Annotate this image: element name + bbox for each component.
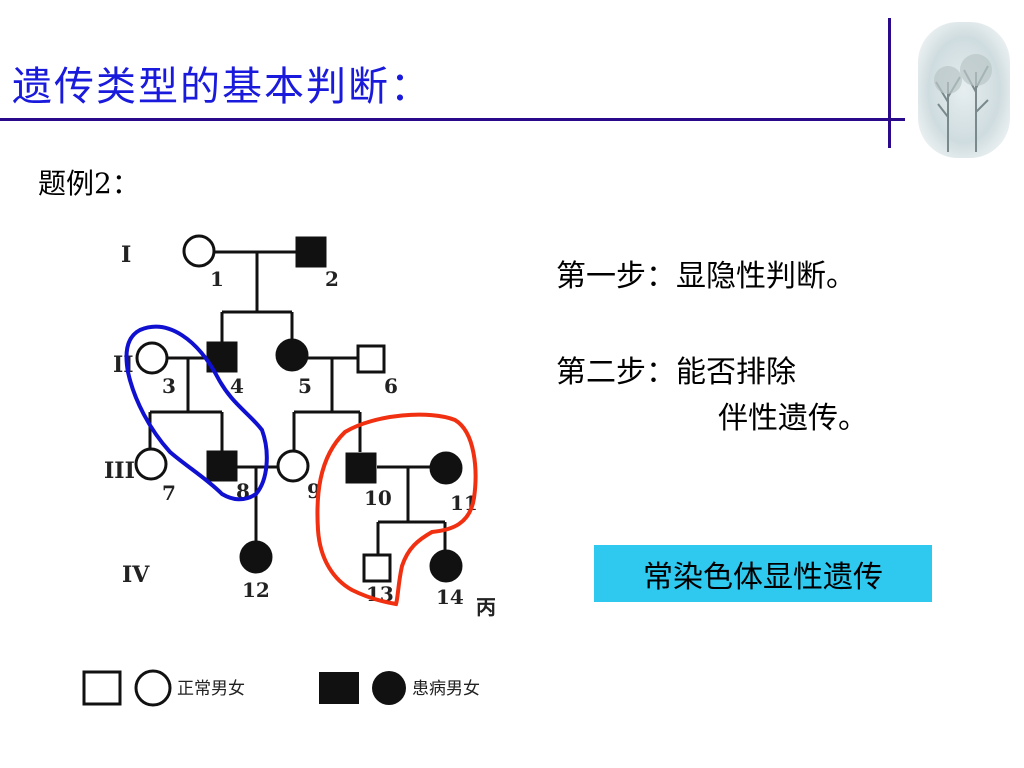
individual-number: 2 (325, 267, 339, 291)
individual-number: 14 (436, 585, 464, 609)
figure-mark: 丙 (476, 595, 496, 619)
individual-7 (134, 447, 168, 481)
individual-number: 3 (162, 374, 176, 398)
legend-affected-label: 患病男女 (412, 679, 480, 699)
individual-9 (276, 449, 310, 483)
individual-10 (345, 452, 377, 484)
generation-label-III: III (104, 458, 135, 484)
legend-normal-male-symbol (82, 670, 122, 706)
legend-affected-male-symbol (319, 672, 359, 704)
individual-13 (362, 553, 392, 583)
title-vertical-bar (888, 18, 891, 148)
individual-number: 6 (384, 374, 398, 398)
step-one: 第一步：显隐性判断。 (556, 259, 856, 294)
step-two-line1: 第二步：能否排除 (556, 355, 796, 390)
example-label: 题例2： (38, 167, 140, 200)
individual-number: 4 (230, 374, 244, 398)
individual-number: 12 (242, 578, 270, 602)
blue-highlight-loop (124, 324, 269, 502)
individual-1 (182, 234, 216, 268)
legend-normal-label: 正常男女 (177, 679, 245, 699)
individual-number: 1 (210, 267, 224, 291)
legend-affected-female-symbol (372, 671, 406, 705)
red-highlight-loop (315, 412, 478, 607)
individual-5 (275, 338, 309, 372)
tree-decoration-image (918, 22, 1010, 158)
individual-12 (239, 540, 273, 574)
individual-number: 5 (298, 374, 312, 398)
generation-label-IV: IV (122, 562, 150, 588)
individual-11 (429, 451, 463, 485)
individual-14 (429, 549, 463, 583)
individual-3 (135, 341, 169, 375)
step-two-line2: 伴性遗传。 (718, 401, 868, 436)
individual-number: 10 (364, 486, 392, 510)
individual-number: 7 (162, 481, 176, 505)
individual-6 (356, 344, 386, 374)
individual-8 (206, 450, 238, 482)
individual-2 (295, 236, 327, 268)
individual-4 (206, 341, 238, 373)
answer-box: 常染色体显性遗传 (594, 545, 932, 602)
title-divider (0, 118, 905, 121)
generation-label-I: I (121, 242, 131, 268)
legend-normal-female-symbol (134, 669, 172, 707)
slide-title: 遗传类型的基本判断： (12, 64, 432, 110)
